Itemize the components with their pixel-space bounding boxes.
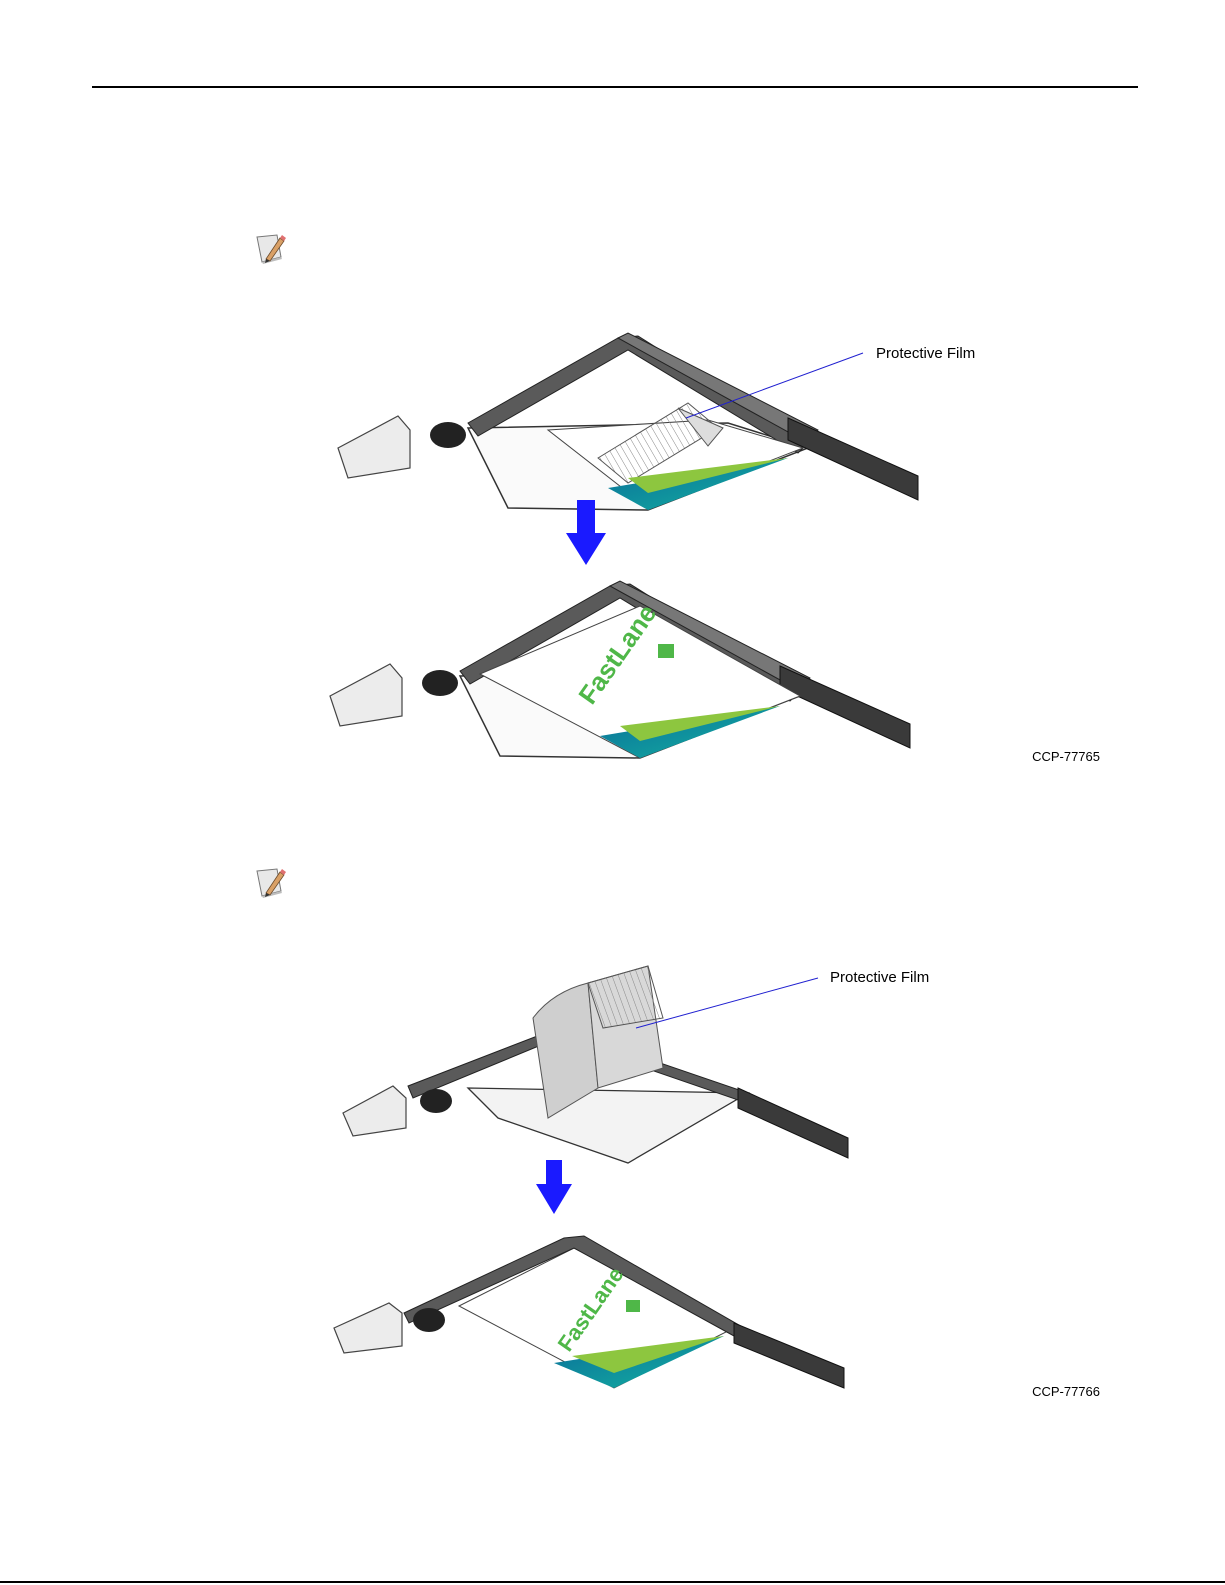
note-pencil-icon xyxy=(254,232,288,266)
header-rule xyxy=(92,86,1138,88)
figure-film-removal-1: FastLane Protective Film CCP-77765 xyxy=(318,318,1108,763)
note-pencil-icon xyxy=(254,866,288,900)
footer-rule xyxy=(0,1581,1225,1583)
down-arrow-icon xyxy=(536,1160,572,1214)
scanner-frame-bottom: FastLane xyxy=(334,1236,844,1388)
scanner-frame-bottom: FastLane xyxy=(330,581,910,758)
figure-id: CCP-77765 xyxy=(1032,749,1100,764)
callout-protective-film: Protective Film xyxy=(876,345,975,362)
callout-line xyxy=(636,978,818,1028)
callout-protective-film: Protective Film xyxy=(830,969,929,986)
figure-id: CCP-77766 xyxy=(1032,1384,1100,1399)
scanner-frame-top xyxy=(343,966,848,1163)
scanner-frame-top xyxy=(338,333,918,510)
figure-film-removal-2: FastLane Protective Film CCP-77766 xyxy=(318,958,1108,1398)
